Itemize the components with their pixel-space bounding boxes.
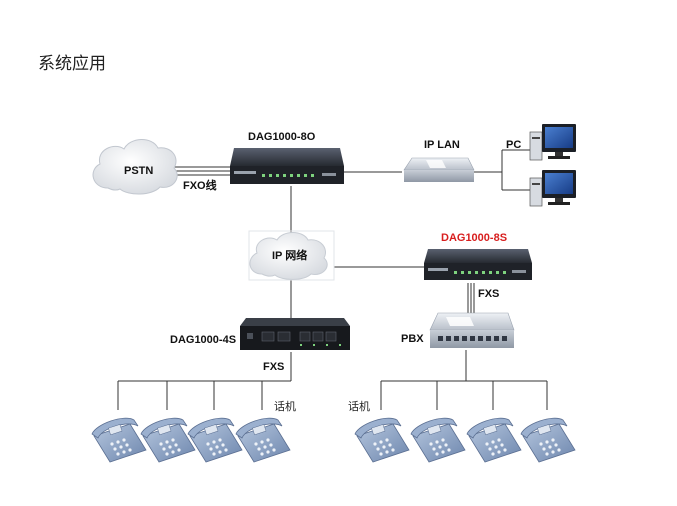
pc-icon: [529, 124, 576, 161]
phone-icon: [410, 417, 466, 463]
phone-icon: [187, 417, 243, 463]
ip-network-label: IP 网络: [272, 248, 307, 262]
pc-icon: [529, 170, 576, 207]
page-title: 系统应用: [38, 54, 106, 74]
pc-label: PC: [506, 139, 521, 151]
ip-network-cloud-icon: IP 网络: [248, 230, 335, 281]
phone-icon: [235, 417, 291, 463]
phones-left-label: 话机: [274, 399, 296, 413]
gateway-top-device-icon: [230, 148, 344, 184]
pstn-label: PSTN: [124, 165, 153, 177]
gateway-right-device-icon: [424, 249, 532, 280]
phone-group: [91, 417, 576, 463]
phones-right-label: 话机: [348, 399, 370, 413]
fxs-left-label: FXS: [263, 361, 284, 373]
gateway-right-label: DAG1000-8S: [441, 232, 507, 244]
phone-icon: [354, 417, 410, 463]
fxo-line-label: FXO线: [183, 178, 217, 192]
ip-lan-label: IP LAN: [424, 139, 460, 151]
phone-icon: [520, 417, 576, 463]
fxs-right-label: FXS: [478, 288, 499, 300]
gateway-top-label: DAG1000-8O: [248, 131, 316, 143]
gateway-left-label: DAG1000-4S: [170, 334, 236, 346]
connection-lines: [117, 149, 548, 410]
pbx-icon: [429, 312, 515, 348]
lan-switch-icon: [403, 157, 475, 182]
pstn-cloud-icon: PSTN: [92, 139, 178, 195]
phone-icon: [466, 417, 522, 463]
phone-icon: [91, 417, 147, 463]
phone-icon: [140, 417, 196, 463]
gateway-left-device-icon: [240, 318, 350, 350]
pbx-label: PBX: [401, 333, 424, 345]
